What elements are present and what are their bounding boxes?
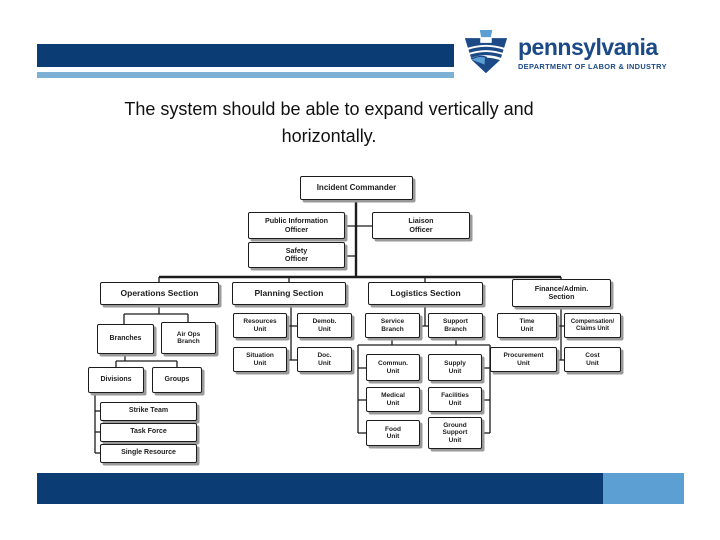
header-lightblue-bar [37,72,454,78]
footer-accent-block [603,473,684,504]
org-node-demob-unit: Demob. Unit [297,313,352,338]
footer-navy-bar [37,473,603,504]
org-node-support-branch: Support Branch [428,313,483,338]
org-node-situation-unit: Situation Unit [233,347,287,372]
org-node-public-information-officer: Public Information Officer [248,212,345,239]
org-node-operations-section: Operations Section [100,282,219,305]
org-node-supply-unit: Supply Unit [428,354,482,381]
org-node-food-unit: Food Unit [366,420,420,446]
slide-title: The system should be able to expand vert… [124,99,534,146]
org-node-resources-unit: Resources Unit [233,313,287,338]
org-node-compensation-claims-unit: Compensation/ Claims Unit [564,313,621,338]
org-node-ground-support-unit: Ground Support Unit [428,417,482,449]
org-node-groups: Groups [152,367,202,393]
logo-text: pennsylvania DEPARTMENT OF LABOR & INDUS… [518,28,667,72]
org-node-procurement-unit: Procurement Unit [490,347,557,372]
org-node-incident-commander: Incident Commander [300,176,413,200]
org-node-service-branch: Service Branch [365,313,420,338]
org-node-facilities-unit: Facilities Unit [428,387,482,412]
pa-dept-logo: pennsylvania DEPARTMENT OF LABOR & INDUS… [462,28,667,78]
org-node-doc-unit: Doc. Unit [297,347,352,372]
org-node-finance-admin-section: Finance/Admin. Section [512,279,611,307]
header-navy-bar [37,44,454,67]
logo-brand: pennsylvania [518,34,658,60]
keystone-icon [464,29,508,74]
org-node-medical-unit: Medical Unit [366,387,420,412]
org-node-divisions: Divisions [88,367,144,393]
org-node-task-force: Task Force [100,423,197,442]
logo-department: DEPARTMENT OF LABOR & INDUSTRY [518,62,667,71]
org-node-single-resource: Single Resource [100,444,197,463]
org-node-planning-section: Planning Section [232,282,346,305]
org-node-liaison-officer: Liaison Officer [372,212,470,239]
org-node-air-ops-branch: Air Ops Branch [161,322,216,354]
org-node-commun-unit: Commun. Unit [366,354,420,381]
org-node-branches: Branches [97,324,154,354]
org-node-logistics-section: Logistics Section [368,282,483,305]
org-node-strike-team: Strike Team [100,402,197,421]
org-node-cost-unit: Cost Unit [564,347,621,372]
org-node-safety-officer: Safety Officer [248,242,345,268]
org-node-time-unit: Time Unit [497,313,557,338]
